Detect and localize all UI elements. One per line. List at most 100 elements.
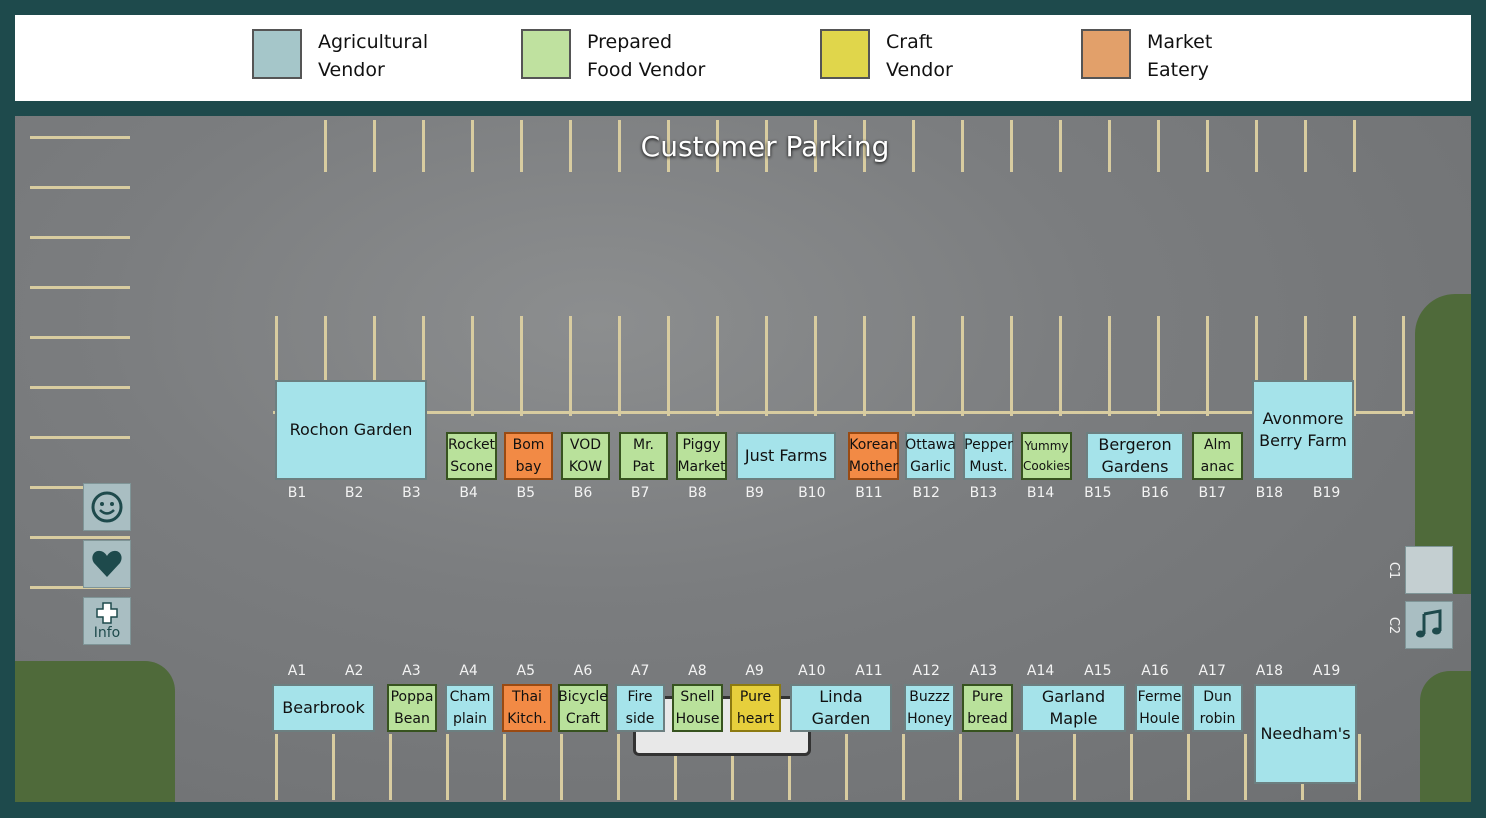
map-title: Customer Parking bbox=[640, 130, 890, 163]
parking-line bbox=[1187, 734, 1190, 800]
row-b-stall[interactable]: Rochon Garden bbox=[275, 380, 427, 480]
parking-line bbox=[30, 236, 130, 239]
grass-area-bottom-right bbox=[1420, 671, 1471, 802]
parking-line bbox=[446, 734, 449, 800]
parking-line bbox=[1059, 120, 1062, 172]
stall-number-label: A18 bbox=[1255, 663, 1284, 679]
stall-number-label: A17 bbox=[1198, 663, 1226, 679]
parking-line bbox=[1130, 734, 1133, 800]
stall-number-label: A13 bbox=[969, 663, 998, 679]
row-a-stall[interactable]: Needham's bbox=[1254, 684, 1357, 784]
row-b-stall[interactable]: Ottawa Garlic bbox=[905, 432, 956, 480]
row-a-stall[interactable]: Bearbrook bbox=[272, 684, 375, 732]
row-b-stall[interactable]: VOD KOW bbox=[561, 432, 610, 480]
row-b-stall[interactable]: Korean Mother bbox=[848, 432, 899, 480]
parking-line bbox=[30, 286, 130, 289]
parking-line bbox=[959, 734, 962, 800]
stall-number-label: A6 bbox=[573, 663, 593, 679]
row-b-stall[interactable]: Piggy Market bbox=[676, 432, 727, 480]
stall-number-label: A14 bbox=[1026, 663, 1055, 679]
heart-button[interactable] bbox=[83, 540, 131, 588]
row-b-stall[interactable]: Alm anac bbox=[1192, 432, 1243, 480]
legend-label: Market Eatery bbox=[1147, 31, 1213, 81]
parking-line bbox=[863, 316, 866, 416]
heart-icon bbox=[92, 550, 122, 577]
row-b-stall[interactable]: Rocket Scone bbox=[446, 432, 497, 480]
parking-line bbox=[961, 316, 964, 416]
row-a-stall[interactable]: Cham plain bbox=[445, 684, 495, 732]
info-button[interactable]: Info bbox=[83, 597, 131, 645]
row-a-stall[interactable]: Linda Garden bbox=[790, 684, 892, 732]
row-a-stall[interactable]: Buzzz Honey bbox=[904, 684, 955, 732]
stall-number-label: A4 bbox=[459, 663, 478, 679]
stall-number-label: A9 bbox=[745, 663, 764, 679]
parking-line bbox=[667, 316, 670, 416]
stall-number-label: B12 bbox=[912, 485, 940, 501]
parking-line bbox=[1073, 734, 1076, 800]
parking-line bbox=[520, 120, 523, 172]
legend-swatch bbox=[252, 29, 302, 79]
row-a-stall[interactable]: Bicycle Craft bbox=[558, 684, 608, 732]
stall-number-label: A8 bbox=[688, 663, 707, 679]
parking-line bbox=[674, 734, 677, 800]
stall-number-label: B18 bbox=[1255, 485, 1284, 501]
parking-line bbox=[788, 734, 791, 800]
parking-line bbox=[863, 120, 866, 172]
stall-number-label: A2 bbox=[344, 663, 364, 679]
parking-line bbox=[1010, 120, 1013, 172]
parking-line bbox=[731, 734, 734, 800]
parking-line bbox=[814, 120, 817, 172]
stall-number-label: B16 bbox=[1141, 485, 1169, 501]
row-a-stall[interactable]: Pure heart bbox=[730, 684, 781, 732]
row-a-stall[interactable]: Thai Kitch. bbox=[502, 684, 552, 732]
row-b-stall[interactable]: Yummy Cookies bbox=[1021, 432, 1072, 480]
row-a-stall[interactable]: Snell House bbox=[672, 684, 723, 732]
row-a-stall[interactable]: Poppa Bean bbox=[387, 684, 437, 732]
parking-line bbox=[560, 734, 563, 800]
grass-area-bottom-left bbox=[15, 661, 175, 802]
music-button[interactable] bbox=[1405, 601, 1453, 649]
stall-number-label: B5 bbox=[516, 485, 536, 501]
row-b-stall[interactable]: Just Farms bbox=[736, 432, 836, 480]
parking-line bbox=[961, 120, 964, 172]
stall-number-label: B1 bbox=[287, 485, 307, 501]
row-a-stall[interactable]: Dun robin bbox=[1192, 684, 1243, 732]
row-b-stall[interactable]: Pepper Must. bbox=[963, 432, 1014, 480]
parking-line bbox=[814, 316, 817, 416]
row-a-stall[interactable]: Fire side bbox=[615, 684, 665, 732]
stall-number-label: A10 bbox=[798, 663, 826, 679]
parking-line bbox=[1206, 316, 1209, 416]
parking-line bbox=[569, 120, 572, 172]
legend-label: Agricultural Vendor bbox=[318, 31, 429, 81]
parking-line bbox=[1244, 734, 1247, 800]
parking-line bbox=[30, 136, 130, 139]
parking-line bbox=[389, 734, 392, 800]
parking-line bbox=[324, 316, 327, 416]
legend-swatch bbox=[820, 29, 870, 79]
parking-line bbox=[471, 316, 474, 416]
stall-number-label: B6 bbox=[573, 485, 593, 501]
row-a-stall[interactable]: Pure bread bbox=[962, 684, 1013, 732]
plus-cross-icon bbox=[96, 602, 118, 624]
stall-number-label: A3 bbox=[402, 663, 421, 679]
parking-centre-line bbox=[273, 411, 1413, 414]
parking-line bbox=[373, 316, 376, 416]
row-b-stall[interactable]: Bergeron Gardens bbox=[1086, 432, 1184, 480]
row-b-stall[interactable]: Mr. Pat bbox=[619, 432, 668, 480]
info-label: Info bbox=[93, 625, 121, 641]
parking-line bbox=[1353, 316, 1356, 416]
stall-c1[interactable] bbox=[1405, 546, 1453, 594]
parking-line bbox=[1358, 734, 1361, 800]
row-a-stall[interactable]: Ferme Houle bbox=[1135, 684, 1184, 732]
parking-line bbox=[902, 734, 905, 800]
parking-line bbox=[30, 336, 130, 339]
parking-line bbox=[1206, 120, 1209, 172]
row-b-stall[interactable]: Bom bay bbox=[504, 432, 553, 480]
parking-line bbox=[845, 734, 848, 800]
row-b-stall[interactable]: Avonmore Berry Farm bbox=[1252, 380, 1354, 480]
row-a-stall[interactable]: Garland Maple bbox=[1021, 684, 1126, 732]
stall-number-label: A1 bbox=[287, 663, 307, 679]
smiley-button[interactable] bbox=[83, 483, 131, 531]
parking-line bbox=[275, 316, 278, 416]
